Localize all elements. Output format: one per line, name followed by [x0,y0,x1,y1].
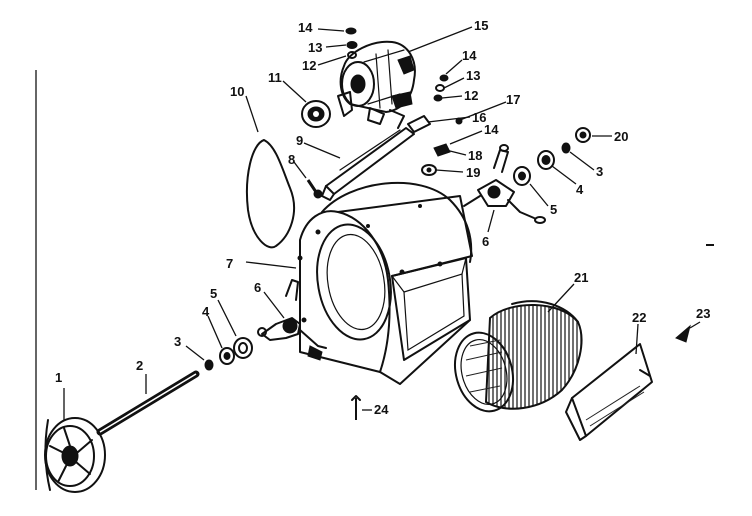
shaft-part-2 [96,370,200,436]
callout-3-right: 3 [596,164,603,179]
bolt-part-8 [306,179,323,199]
clip-part-24 [351,395,361,420]
callout-2: 2 [136,358,143,373]
callout-1: 1 [55,370,62,385]
callout-18: 18 [468,148,482,163]
callout-13-left: 13 [308,40,322,55]
screw-part-23 [675,324,691,343]
belt-part-10 [246,139,295,249]
callout-3-left: 3 [174,334,181,349]
callout-4-left: 4 [202,304,210,319]
callout-11: 11 [268,70,282,85]
bearing-bracket-left [257,279,327,349]
callout-14-right: 14 [462,48,477,63]
callout-4-right: 4 [576,182,584,197]
callout-8: 8 [288,152,295,167]
callout-12-left: 12 [302,58,316,73]
blower-housing-part-7 [297,181,473,385]
motor-pulley-part-11 [301,100,331,128]
motor-mount-part-9 [321,127,415,201]
callout-19: 19 [466,165,480,180]
motor-hardware-stack-left [345,27,358,59]
callout-23: 23 [696,306,710,321]
callout-6-right: 6 [482,234,489,249]
callout-5-right: 5 [550,202,557,217]
callout-22: 22 [632,310,646,325]
bearing-bracket-right [463,144,546,224]
callout-9: 9 [296,133,303,148]
callout-13-right: 13 [466,68,480,83]
motor-part-15 [337,40,416,129]
callout-14-left: 14 [298,20,313,35]
pulley-part-1 [44,417,106,493]
callout-15: 15 [474,18,488,33]
callout-10: 10 [230,84,244,99]
leader-lines [63,26,701,420]
bearing-assembly-left [204,337,253,371]
callout-20: 20 [614,129,628,144]
nut-part-20 [575,127,591,143]
callout-labels: 1 2 3 4 5 6 7 8 9 10 11 12 13 14 15 14 1… [55,18,710,417]
callout-5-left: 5 [210,286,217,301]
callout-7: 7 [226,256,233,271]
callout-6-left: 6 [254,280,261,295]
cover-panel-part-22 [565,343,653,441]
small-hardware-17-18-19 [421,117,463,176]
bracket-part-16 [407,115,431,133]
blower-wheel-part-21 [454,300,583,413]
callout-12-right: 12 [464,88,478,103]
callout-14-mid: 14 [484,122,499,137]
callout-16: 16 [472,110,486,125]
callout-24: 24 [374,402,389,417]
motor-hardware-stack-right [433,74,449,102]
bearing-assembly-right [513,142,571,186]
callout-17: 17 [506,92,520,107]
callout-21: 21 [574,270,588,285]
